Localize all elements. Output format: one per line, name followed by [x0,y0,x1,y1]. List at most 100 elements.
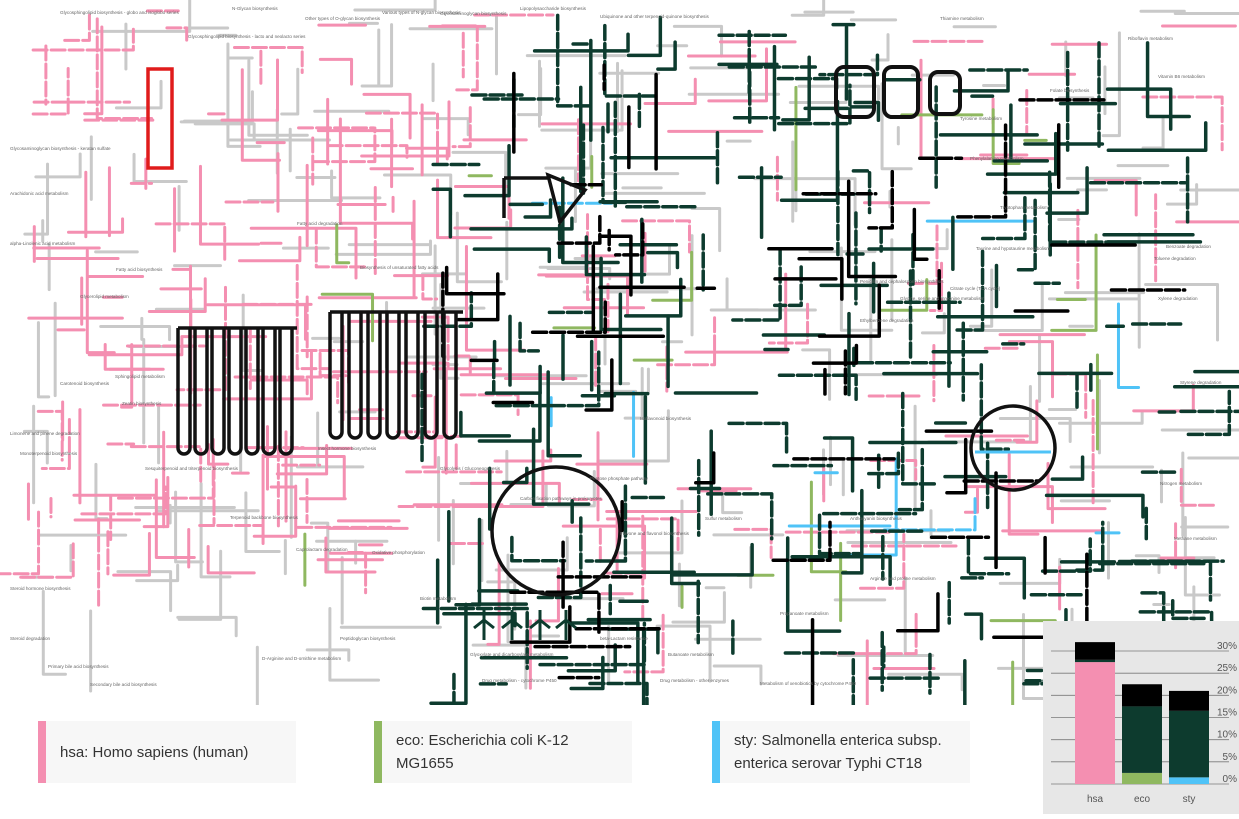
map-shared-edge [568,621,640,685]
map-shared-edge [963,658,967,705]
map-human-edge [85,248,116,355]
pathway-label: Glycosaminoglycan biosynthesis [440,11,507,16]
metabolic-pathway-map[interactable]: Glycosphingolipid biosynthesis - globo a… [0,0,1239,705]
selection-highlight-box[interactable] [146,67,174,170]
map-human-edge [459,393,520,417]
map-gray-edge [596,409,670,463]
map-human-edge [464,245,526,352]
map-shared-edge [785,536,842,633]
map-human-edge [420,315,450,369]
map-shared-edge [900,391,939,486]
legend-item-sty[interactable]: sty: Salmonella enterica subsp. enterica… [712,721,970,783]
map-human-edge [324,536,377,574]
map-human-edge [364,111,440,169]
map-human-edge [421,274,439,301]
map-shared-edge [1106,121,1208,152]
legend-item-hsa[interactable]: hsa: Homo sapiens (human) [38,721,296,783]
map-gray-edge [927,385,1032,444]
map-shared-edge [818,53,880,77]
map-gray-edge [199,482,232,579]
map-human-edge [469,481,561,506]
map-shared-edge [646,250,680,270]
pathway-label: Glyoxylate and dicarboxylate metabolism [470,652,554,657]
pathway-label: Isoflavonoid biosynthesis [640,416,692,421]
map-comb-loop [442,312,458,440]
pathway-label: Caprolactam degradation [296,547,348,552]
map-human-edge [1093,179,1138,217]
pathway-label: Limonene and pinene degradation [10,431,80,436]
map-gray-edge [516,67,543,117]
map-shared-edge [851,169,872,215]
chart-bar-segment-eco [1122,684,1162,707]
pathway-label: Vitamin B6 metabolism [1158,74,1205,79]
map-shared-edge [983,556,1027,600]
map-human-edge [404,146,449,161]
pathway-label: alpha-Linolenic acid metabolism [10,241,76,246]
chart-bar-segment-sty [1169,690,1209,711]
map-ecoli-edge [320,292,375,343]
map-human-edge [154,478,196,559]
chart-x-tick-label: eco [1134,794,1151,805]
pathway-label: Drug metabolism - other enzymes [660,678,730,683]
map-gray-edge [887,672,964,692]
pathway-label: Secondary bile acid biosynthesis [90,682,157,687]
map-shared-edge [1186,389,1232,437]
map-shared-edge [706,492,774,541]
map-human-edge [656,314,717,367]
map-shared-edge [822,436,855,493]
pathway-label: Drug metabolism - cytochrome P450 [482,678,557,683]
map-shared-edge [777,83,852,126]
map-gray-edge [132,152,188,183]
map-human-edge [360,100,451,158]
pathway-label: Styrene degradation [1180,380,1222,385]
map-pentose-shape [502,172,588,226]
pathway-label: Steroid hormone biosynthesis [10,586,71,591]
pathway-label: Butanoate metabolism [668,652,714,657]
map-shared-edge [454,517,482,607]
map-human-edge [175,285,227,392]
pathway-label: Tryptophan metabolism [1000,205,1048,210]
map-shared-edge [477,390,542,443]
map-human-edge [147,277,207,314]
map-salmonella-edge [849,457,898,557]
legend-label-eco: eco: Escherichia coli K-12 MG1655 [396,732,569,772]
map-comb-loop [176,328,192,456]
map-human-edge [436,178,493,240]
map-shared-edge [777,373,858,402]
map-human-edge [17,542,75,579]
map-gray-edge [305,648,351,662]
pathway-label: Glycerolipid metabolism [80,294,129,299]
map-comb-loop [193,328,209,456]
map-ecoli-edge [1050,233,1098,332]
legend-item-eco[interactable]: eco: Escherichia coli K-12 MG1655 [374,721,632,783]
map-gray-edge [1144,282,1220,342]
map-human-edge [112,532,151,577]
map-gray-edge [1057,410,1144,425]
map-human-edge [129,445,203,485]
map-gray-edge [41,589,67,676]
map-shared-edge [463,144,511,198]
map-shared-edge [494,350,601,408]
map-gray-edge [1101,31,1121,138]
map-human-edge [40,418,71,470]
pathway-label: Methane metabolism [1174,536,1217,541]
map-gray-edge [1183,515,1221,597]
pathway-label: Other types of O-glycan biosynthesis [305,16,381,21]
map-gray-edge [540,69,624,132]
map-ecoli-edge [809,480,848,574]
pathway-label: Toluene degradation [1154,256,1196,261]
map-shared-edge [979,363,1011,451]
pathway-label: Carbon fixation pathways in prokaryotes [520,496,602,501]
map-gray-edge [455,211,503,284]
map-gray-edge [247,58,309,137]
map-shared-edge [1040,537,1092,573]
map-human-edge [318,57,354,86]
map-shared-edge [532,32,630,53]
map-gray-edge [801,348,832,401]
map-gray-edge [1187,456,1239,460]
map-shared-edge [863,451,901,476]
map-gray-edge [623,366,644,420]
chart-bar-segment-hsa [1075,659,1115,663]
pathway-label: Arachidonic acid metabolism [10,191,69,196]
